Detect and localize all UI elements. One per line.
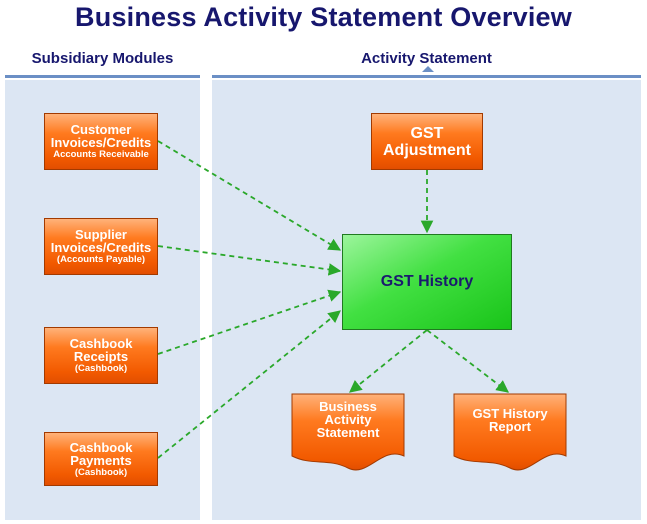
subsidiary-modules-header-label: Subsidiary Modules	[31, 50, 174, 67]
gst-adjustment-line1: GST	[410, 124, 444, 142]
doc-line2: Activity	[324, 412, 372, 427]
gst-adjustment-box: GST Adjustment	[371, 113, 483, 170]
module-cashbook-payments: Cashbook Payments (Cashbook)	[44, 432, 158, 486]
doc-line1: GST History	[472, 406, 548, 421]
module-line2: Receipts	[73, 349, 129, 364]
bas-document-label: Business Activity Statement	[292, 400, 404, 439]
module-line3: (Cashbook)	[74, 466, 128, 478]
module-line3: Accounts Receivable	[53, 149, 149, 160]
doc-line2: Report	[489, 419, 531, 434]
bas-document-icon	[291, 393, 405, 471]
module-line3: (Accounts Payable)	[56, 254, 146, 265]
module-line1: Customer	[70, 122, 132, 137]
module-line2: Payments	[70, 452, 132, 468]
arrow-payments-to-history	[157, 310, 341, 459]
header-rule	[5, 75, 200, 78]
doc-line3: Statement	[316, 425, 380, 440]
module-line2: Invoices/Credits	[50, 240, 152, 255]
module-line3: (Cashbook)	[74, 363, 128, 374]
activity-statement-header-label: Activity Statement	[361, 50, 492, 67]
module-accounts-receivable: Customer Invoices/Credits Accounts Recei…	[44, 113, 158, 170]
module-line1: Cashbook	[69, 439, 133, 455]
arrow-payable-to-history	[157, 245, 342, 276]
gst-adjustment-line2: Adjustment	[383, 141, 471, 159]
gst-report-document-label: GST History Report	[454, 407, 566, 433]
doc-line1: Business	[319, 399, 377, 414]
module-cashbook-receipts: Cashbook Receipts (Cashbook)	[44, 327, 158, 384]
arrow-receipts-to-history	[157, 289, 342, 355]
gst-history-box: GST History	[342, 234, 512, 330]
gst-report-document-icon	[453, 393, 567, 471]
arrow-history-to-bas	[349, 329, 428, 393]
module-accounts-payable: Supplier Invoices/Credits (Accounts Paya…	[44, 218, 158, 275]
arrow-receivable-to-history	[157, 140, 342, 251]
header-rule	[212, 75, 641, 78]
gst-history-label: GST History	[380, 273, 474, 290]
subsidiary-modules-header: Subsidiary Modules	[5, 48, 200, 78]
page-title: Business Activity Statement Overview	[75, 2, 572, 32]
header-marker-icon	[422, 66, 434, 72]
module-line1: Supplier	[74, 227, 127, 242]
activity-statement-header: Activity Statement	[212, 48, 641, 78]
module-line1: Cashbook	[69, 336, 133, 351]
arrow-history-to-report	[426, 329, 510, 393]
module-line2: Invoices/Credits	[50, 135, 152, 150]
